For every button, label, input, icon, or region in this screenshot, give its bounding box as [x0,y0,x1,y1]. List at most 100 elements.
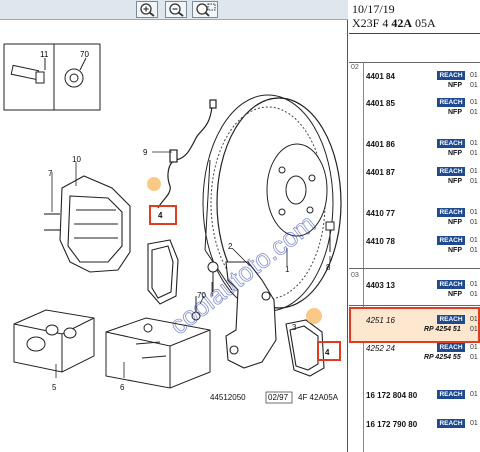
brake-pad-inner [147,239,179,305]
part-number: 4401 86 [366,140,395,149]
parts-header: 10/17/19 X23F 4 42A 05A [349,0,480,34]
part-number: 4403 13 [366,281,395,290]
header-date: 10/17/19 [352,2,395,16]
part-row[interactable]: 4401 85 REACH NFP 01 01 [349,91,480,129]
toolbar [0,0,348,20]
reach-badge[interactable]: REACH [437,236,465,245]
caliper [44,175,131,273]
part-row[interactable]: 4410 77 REACH NFP 01 01 [349,201,480,239]
part-number: 4410 78 [366,237,395,246]
bolt-8 [325,221,335,252]
brake-disc [202,94,342,312]
part-status: NFP [448,109,462,116]
header-code-prefix: X23F 4 [352,16,389,30]
part-status: NFP [448,291,462,298]
zoom-out-icon [169,3,184,17]
group-label-02: 02 [351,64,359,71]
exploded-diagram: 11 70 [3,43,342,404]
zoom-out-button[interactable] [165,1,187,18]
hotspot-dot[interactable] [147,177,161,191]
part-qty-2: 01 [470,82,478,89]
callout-70-clip: 70 [197,291,206,300]
diagram-pane: 11 70 [0,0,348,452]
reach-badge[interactable]: REACH [437,280,465,289]
group-label-03: 03 [351,272,359,279]
part-number: 4401 85 [366,99,395,108]
callout-4-outer[interactable]: 4 [325,348,330,357]
divider [349,305,480,306]
callout-1: 1 [285,265,290,274]
part-qty-2: 01 [470,291,478,298]
part-replacement: RP 4254 51 [424,326,461,333]
part-qty: 01 [470,237,478,244]
part-row[interactable]: 4401 87 REACH NFP 01 01 [349,160,480,198]
caliper-bracket [225,261,277,369]
reach-badge[interactable]: REACH [437,98,465,107]
zoom-area-button[interactable] [192,1,218,18]
callout-7: 7 [48,169,53,178]
callout-8: 8 [326,263,331,272]
parts-panel: 10/17/19 X23F 4 42A 05A 02 03 04 4401 84… [349,0,480,452]
part-qty: 01 [470,316,478,323]
reach-badge[interactable]: REACH [437,315,465,324]
header-code-bold: 42A [391,16,413,30]
reach-badge[interactable]: REACH [437,419,465,428]
part-number: 4410 77 [366,209,395,218]
part-row[interactable]: 4252 24 REACH RP 4254 55 01 01 [349,336,480,374]
zoom-in-icon [140,3,155,17]
reach-badge[interactable]: REACH [437,139,465,148]
part-qty-2: 01 [470,219,478,226]
callout-4-box[interactable] [149,205,177,225]
part-row-selected[interactable]: 4251 16 REACH RP 4254 51 01 01 [349,308,480,346]
callout-4[interactable]: 4 [158,211,163,220]
diagram-ref-right: 4F 42A05A [298,393,339,402]
reach-badge[interactable]: REACH [437,208,465,217]
part-number: 16 172 804 80 [366,391,418,400]
zoom-in-button[interactable] [136,1,158,18]
part-row[interactable]: 4403 13 REACH NFP 01 01 [349,273,480,311]
part-status: NFP [448,82,462,89]
part-qty-2: 01 [470,178,478,185]
part-qty: 01 [470,99,478,106]
part-number: 16 172 790 80 [366,420,418,429]
callout-70: 70 [80,50,89,59]
part-qty: 01 [470,420,478,427]
guide-pin [207,261,219,292]
part-status: NFP [448,178,462,185]
spring-clip [191,296,201,321]
part-qty: 01 [470,344,478,351]
leader-lines [51,151,331,378]
part-row[interactable]: 16 172 804 80 REACH 01 [349,383,480,421]
reach-badge[interactable]: REACH [437,71,465,80]
part-status: NFP [448,150,462,157]
brake-pad-outer [285,319,325,377]
part-row[interactable]: 4401 84 REACH NFP 01 01 [349,64,480,102]
part-row[interactable]: 4410 78 REACH NFP 01 01 [349,229,480,267]
part-status: NFP [448,219,462,226]
part-row[interactable]: 16 172 790 80 REACH 01 [349,412,480,450]
divider [349,62,480,63]
part-qty: 01 [470,140,478,147]
part-qty: 01 [470,168,478,175]
reach-badge[interactable]: REACH [437,167,465,176]
hotspot-dot[interactable] [306,308,322,324]
part-row[interactable]: 4401 86 REACH NFP 01 01 [349,132,480,170]
column-divider [363,62,364,452]
part-qty: 01 [470,281,478,288]
part-qty-2: 01 [470,326,478,333]
selected-row-highlight[interactable] [349,307,480,343]
zoom-area-icon [196,3,216,17]
callout-4-box-2[interactable] [317,341,341,361]
part-qty-2: 01 [470,247,478,254]
callout-3: 3 [292,323,297,332]
reach-badge[interactable]: REACH [437,390,465,399]
callout-2: 2 [228,242,233,251]
part-number: 4252 24 [366,344,395,353]
part-status: NFP [448,247,462,254]
part-number: 4251 16 [366,316,395,325]
callout-11: 11 [40,50,49,59]
part-qty: 01 [470,391,478,398]
reach-badge[interactable]: REACH [437,343,465,352]
hardware-inset [3,43,101,111]
part-qty: 01 [470,209,478,216]
